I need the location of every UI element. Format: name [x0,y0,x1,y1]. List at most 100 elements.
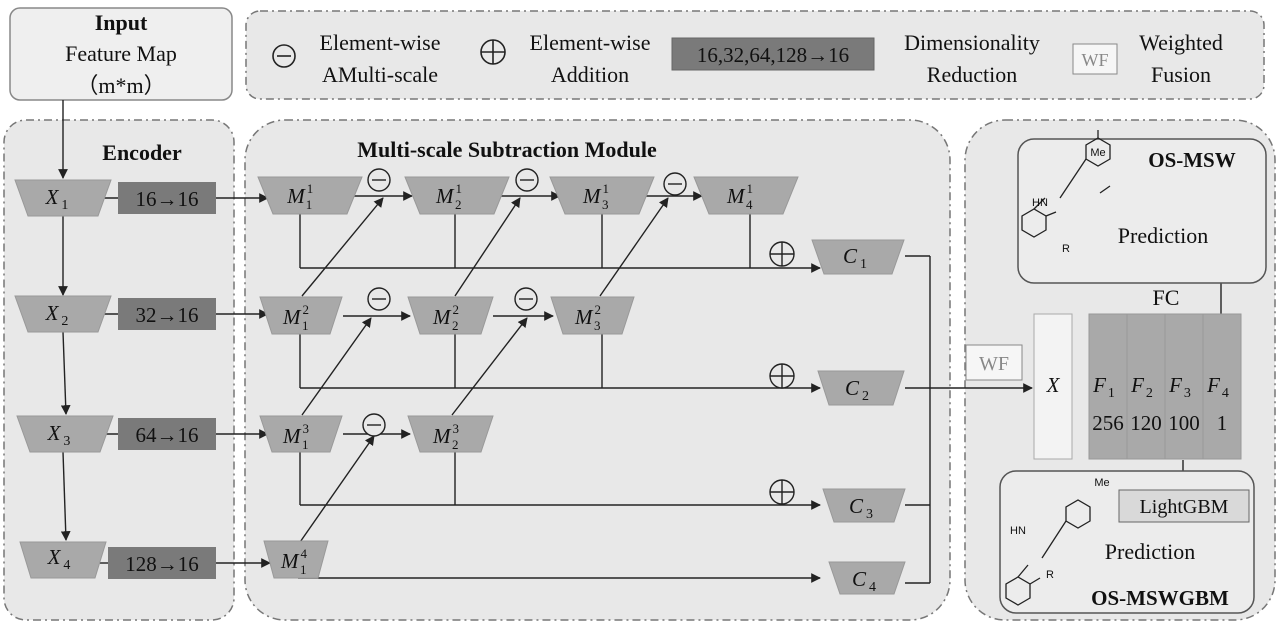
osmswgbm-prediction: Prediction [1105,539,1195,564]
reduce-label-2: 32→16 [136,303,199,327]
svg-text:X1: X1 [45,185,69,213]
molecule-icon [1005,499,1091,606]
minus-ops [362,168,687,437]
svg-text:M41: M41 [280,546,308,577]
osmsw-title: OS-MSW [1148,148,1236,172]
svg-text:C4: C4 [852,567,876,595]
svg-text:M23: M23 [574,302,601,333]
reduce-box-2 [118,298,216,330]
osmsw-box [1017,138,1267,284]
svg-text:M11: M11 [286,181,313,212]
mol-hn-2: HN [1010,525,1026,537]
x2-sub: 2 [61,314,68,329]
legend-dim-l2: Reduction [927,62,1017,87]
x1-base: X [45,185,60,209]
svg-text:M32: M32 [432,421,459,452]
legend-wf-l1: Weighted [1139,30,1223,55]
reduce-box-3 [118,418,216,450]
mol-r-1: R [1062,243,1070,255]
legend-wf-l2: Fusion [1151,62,1211,87]
legend-dim-box-label: 16,32,64,128→16 [697,43,849,67]
x3-base: X [47,421,62,445]
svg-text:M22: M22 [432,302,459,333]
input-box [9,7,233,101]
svg-text:256: 256 [1092,411,1124,435]
lightgbm-label: LightGBM [1140,496,1229,518]
svg-text:M12: M12 [435,181,462,212]
svg-text:M14: M14 [726,181,753,212]
input-line1: Feature Map [65,41,177,66]
input-line2: （m*m） [76,73,165,98]
plus-ops [769,241,795,505]
reduce-box-1 [118,182,216,214]
mol-me-2: Me [1094,477,1109,489]
mol-hn-1: HN [1032,197,1048,209]
legend-dim-l1: Dimensionality [904,30,1040,55]
legend-plus-l2: Addition [551,62,629,87]
svg-text:100: 100 [1168,411,1200,435]
svg-text:X4: X4 [47,545,71,573]
svg-text:C3: C3 [849,494,873,522]
svg-text:120: 120 [1130,411,1162,435]
legend-minus-l1: Element-wise [320,30,441,55]
svg-text:M31: M31 [282,421,309,452]
svg-text:F2: F2 [1130,373,1153,401]
encoder-title: Encoder [102,140,182,165]
osmswgbm-title: OS-MSWGBM [1091,586,1229,610]
fc-label: FC [1153,285,1180,310]
input-title: Input [95,10,148,35]
svg-text:F1: F1 [1092,373,1115,401]
mol-me-1: Me [1090,147,1105,159]
svg-text:X2: X2 [45,301,69,329]
svg-text:M13: M13 [582,181,609,212]
svg-text:1: 1 [1217,411,1228,435]
wf-box [965,344,1023,381]
legend-wf-box [1072,43,1118,75]
legend-dim-box [671,37,875,71]
wf-label: WF [979,353,1009,375]
msm-title: Multi-scale Subtraction Module [357,137,657,162]
legend-minus-l2: AMulti-scale [322,62,438,87]
svg-text:X3: X3 [47,421,71,449]
x4-sub: 4 [63,558,70,573]
mol-r-2: R [1046,569,1054,581]
x-feature-label: X [1046,373,1061,397]
reduce-label-4: 128→16 [125,552,199,576]
svg-text:C2: C2 [845,376,869,404]
minus-icon [272,44,296,68]
reduce-box-4 [108,547,216,579]
encoder-panel [3,119,235,621]
x1-sub: 1 [61,198,68,213]
reduce-label-3: 64→16 [136,423,199,447]
x2-base: X [45,301,60,325]
legend-plus-l1: Element-wise [530,30,651,55]
osmsw-prediction: Prediction [1118,223,1208,248]
reduce-label-1: 16→16 [136,187,199,211]
x4-base: X [47,545,62,569]
x3-sub: 3 [63,434,70,449]
svg-text:C1: C1 [843,244,867,272]
lightgbm-box [1118,489,1250,523]
